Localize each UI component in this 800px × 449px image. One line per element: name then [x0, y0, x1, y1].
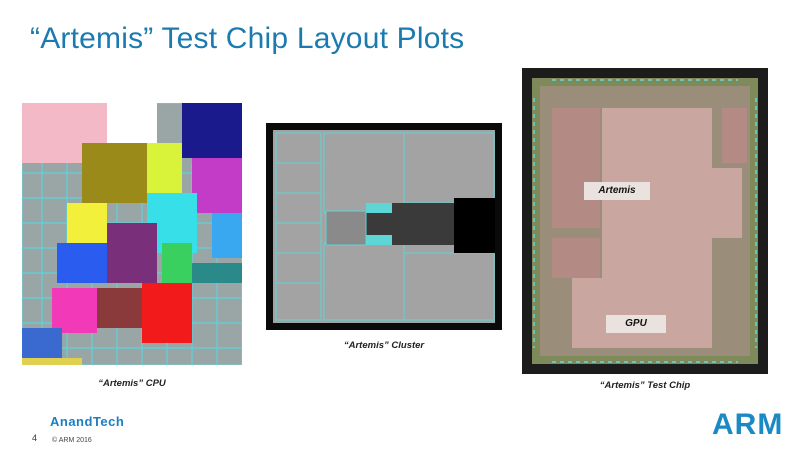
cluster-caption: “Artemis” Cluster — [343, 340, 425, 351]
slide-title: “Artemis” Test Chip Layout Plots — [30, 22, 465, 55]
cpu-layout-plot — [22, 103, 242, 365]
arm-logo: ARM — [712, 408, 784, 441]
cpu-caption: “Artemis” CPU — [98, 378, 166, 389]
anandtech-watermark: AnandTech — [50, 414, 125, 429]
chip-caption: “Artemis” Test Chip — [599, 380, 691, 391]
page-number: 4 — [32, 433, 38, 443]
gpu-block-label: GPU — [606, 315, 666, 333]
cluster-layout-plot — [266, 123, 502, 330]
copyright-text: © ARM 2016 — [52, 437, 92, 444]
artemis-block-label: Artemis — [584, 182, 650, 200]
